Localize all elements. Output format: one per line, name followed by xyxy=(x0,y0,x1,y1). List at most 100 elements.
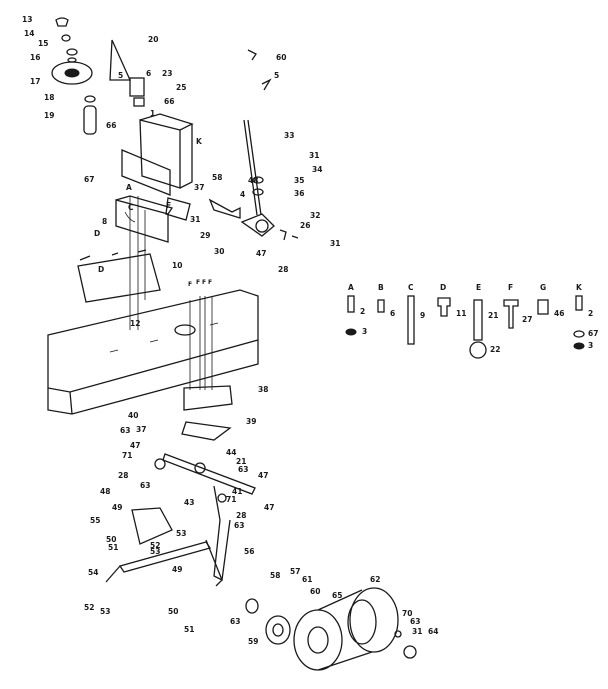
hardware-key-number: 2 xyxy=(588,309,593,318)
callout-label: 47 xyxy=(258,471,268,480)
callout-label: 53 xyxy=(150,547,160,556)
callout-label: 23 xyxy=(162,69,172,78)
callout-label: 63 xyxy=(238,465,248,474)
callout-label: 63 xyxy=(140,481,150,490)
callout-label: 29 xyxy=(200,231,210,240)
callout-label: 31 xyxy=(190,215,200,224)
front-wheel-assembly xyxy=(245,587,417,671)
callout-label: 38 xyxy=(258,385,268,394)
callout-label: 31 xyxy=(309,151,319,160)
callout-label: 18 xyxy=(44,93,54,102)
hardware-key xyxy=(345,295,585,359)
callout-label: 40 xyxy=(128,411,138,420)
callout-label: 1 xyxy=(150,109,155,118)
callout-label: 6 xyxy=(146,69,151,78)
callout-label: 54 xyxy=(88,568,98,577)
frame-letter-label: F xyxy=(196,279,200,286)
callout-label: 25 xyxy=(176,83,186,92)
hardware-key-number: 2 xyxy=(360,307,365,316)
callout-label: 48 xyxy=(248,176,258,185)
callout-label: 62 xyxy=(370,575,380,584)
callout-label: 60 xyxy=(310,587,320,596)
callout-label: 41 xyxy=(232,487,242,496)
steering-wheel-assembly xyxy=(51,17,97,135)
callout-label: 70 xyxy=(402,609,412,618)
callout-label: 28 xyxy=(278,265,288,274)
callout-label: 19 xyxy=(44,111,54,120)
callout-label: 71 xyxy=(226,495,236,504)
hardware-key-letter: D xyxy=(440,283,446,292)
callout-label: D xyxy=(98,265,104,274)
hardware-key-letter: F xyxy=(508,283,513,292)
callout-label: 47 xyxy=(264,503,274,512)
callout-label: 32 xyxy=(310,211,320,220)
callout-label: 37 xyxy=(194,183,204,192)
hardware-key-letter: E xyxy=(476,283,481,292)
steering-linkage xyxy=(105,385,256,587)
callout-label: 58 xyxy=(212,173,222,182)
steering-shaft-assembly xyxy=(208,49,299,241)
callout-label: F xyxy=(166,201,171,210)
callout-label: 65 xyxy=(332,591,342,600)
hardware-key-letter: G xyxy=(540,283,546,292)
callout-label: 56 xyxy=(244,547,254,556)
callout-label: 20 xyxy=(148,35,158,44)
callout-label: 53 xyxy=(176,529,186,538)
callout-label: 58 xyxy=(270,571,280,580)
callout-label: 4 xyxy=(240,190,245,199)
callout-label: 47 xyxy=(256,249,266,258)
callout-label: 30 xyxy=(214,247,224,256)
callout-label: 61 xyxy=(302,575,312,584)
hardware-key-number: 22 xyxy=(490,345,500,354)
callout-label: 39 xyxy=(246,417,256,426)
callout-label: 28 xyxy=(236,511,246,520)
callout-label: 57 xyxy=(290,567,300,576)
callout-label: 5 xyxy=(274,71,279,80)
hardware-key-letter: A xyxy=(348,283,354,292)
callout-label: 14 xyxy=(24,29,34,38)
callout-label: 8 xyxy=(102,217,107,226)
callout-label: 66 xyxy=(106,121,116,130)
hardware-key-number: 3 xyxy=(588,341,593,350)
callout-label: 53 xyxy=(100,607,110,616)
callout-label: 50 xyxy=(106,535,116,544)
dash-console xyxy=(77,39,194,330)
callout-label: 66 xyxy=(164,97,174,106)
hardware-key-letter: C xyxy=(408,283,414,292)
hardware-key-number: 9 xyxy=(420,311,425,320)
callout-label: 60 xyxy=(276,53,286,62)
callout-label: 64 xyxy=(428,627,438,636)
hardware-key-number: 3 xyxy=(362,327,367,336)
callout-label: 63 xyxy=(234,521,244,530)
callout-label: 71 xyxy=(122,451,132,460)
callout-label: 34 xyxy=(312,165,322,174)
callout-label: 59 xyxy=(248,637,258,646)
hardware-key-number: 67 xyxy=(588,329,598,338)
callout-label: 47 xyxy=(130,441,140,450)
callout-label: 13 xyxy=(22,15,32,24)
callout-label: 63 xyxy=(230,617,240,626)
hardware-key-letter: B xyxy=(378,283,384,292)
callout-label: 44 xyxy=(226,448,236,457)
callout-label: 12 xyxy=(130,319,140,328)
callout-label: 51 xyxy=(108,543,118,552)
frame-letter-label: F xyxy=(208,279,212,286)
hardware-key-number: 21 xyxy=(488,311,498,320)
hardware-key-number: 27 xyxy=(522,315,532,324)
hardware-key-number: 46 xyxy=(554,309,564,318)
callout-label: 35 xyxy=(294,176,304,185)
tractor-frame xyxy=(47,289,259,415)
callout-label: 17 xyxy=(30,77,40,86)
callout-label: 52 xyxy=(84,603,94,612)
callout-label: 37 xyxy=(136,425,146,434)
callout-label: 51 xyxy=(184,625,194,634)
frame-letter-label: F xyxy=(188,281,192,288)
hardware-key-letter: K xyxy=(576,283,583,292)
callout-label: K xyxy=(196,137,203,146)
callout-label: 67 xyxy=(84,175,94,184)
callout-label: 63 xyxy=(410,617,420,626)
callout-label: 63 xyxy=(120,426,130,435)
callout-label: D xyxy=(94,229,100,238)
